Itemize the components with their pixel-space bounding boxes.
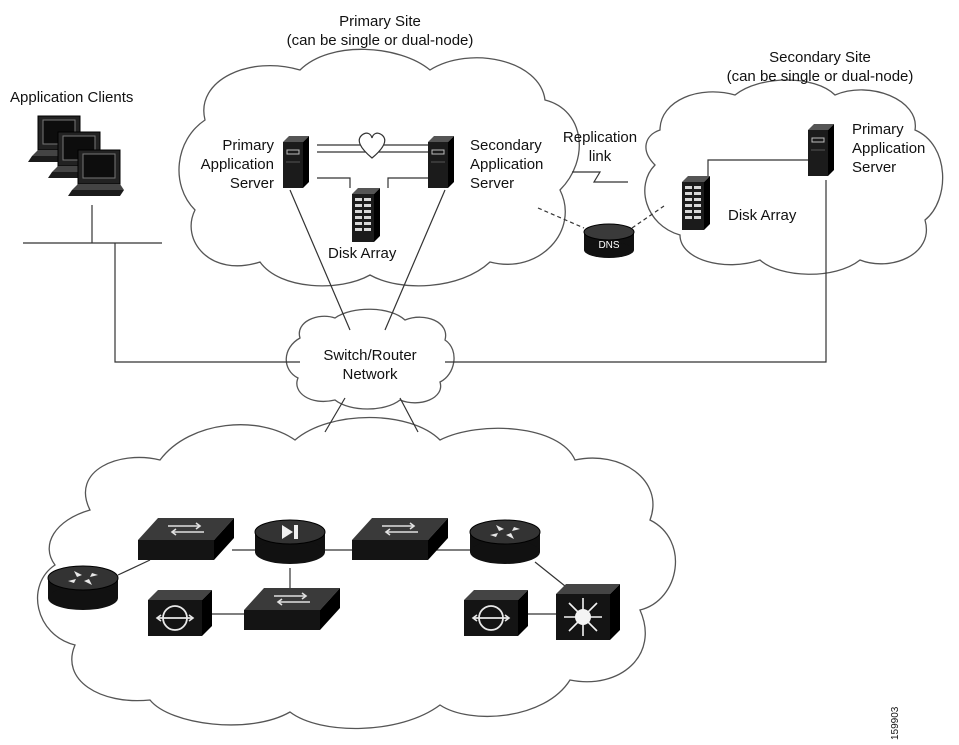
primary-site-cloud [178,48,580,287]
enterprise-network-cloud [36,416,677,730]
primary-server-to-disk-line [317,177,351,188]
secondary-site-primary-server-icon [807,123,835,177]
router-to-switch-line [117,559,151,576]
primary-disk-array-label: Disk Array [328,245,397,262]
secondary-server-label: Secondary Application Server [470,137,544,192]
router-to-mlswitch-line [534,561,571,591]
secondary-site-title: Secondary Site [769,49,871,66]
primary-site-primary-server-icon [282,135,310,189]
secondary-site-to-network-line [445,180,827,363]
clients-to-network-line [114,243,300,363]
core-router-icon [469,519,541,565]
dns-label: DNS [598,240,620,251]
content-director-icon [254,519,326,565]
secondary-server-to-disk-line [387,177,430,188]
workgroup-switch-icon-2 [351,517,449,561]
network-to-lan-line-right [399,397,419,433]
workgroup-switch-icon-1 [137,517,235,561]
secondary-site-subtitle: (can be single or dual-node) [726,68,914,85]
replication-link-line [572,171,628,183]
replication-link-label: Replication link [562,129,638,165]
workgroup-switch-icon-3 [243,587,341,631]
heartbeat-heart-icon [358,132,386,159]
network-to-lan-line-left [324,397,346,433]
switch-router-network-cloud [285,308,455,410]
secondary-site-disk-array-icon [682,176,710,230]
primary-server-uplink [289,189,351,331]
dns-server-icon [583,223,635,258]
primary-site-title: Primary Site [339,13,421,30]
secondary-server-uplink [384,189,446,331]
firewall-module-icon-2 [463,589,529,637]
application-clients-label: Application Clients [10,89,134,106]
secondary-primary-server-label: Primary Application Server [852,121,926,176]
firewall-module-icon-1 [147,589,213,637]
primary-site-secondary-server-icon [427,135,455,189]
primary-site-disk-array-icon [352,188,380,242]
edge-router-icon [47,565,119,611]
figure-id: 159903 [890,706,901,740]
secondary-disk-array-label: Disk Array [728,207,797,224]
secondary-site-internal-line [707,159,812,178]
switch-router-network-label: Switch/Router Network [323,347,417,383]
dns-link-left [537,207,585,229]
primary-server-label: Primary Application Server [200,137,274,192]
multilayer-switch-icon [555,583,621,641]
secondary-site-cloud [644,79,944,275]
primary-site-subtitle: (can be single or dual-node) [286,32,474,49]
